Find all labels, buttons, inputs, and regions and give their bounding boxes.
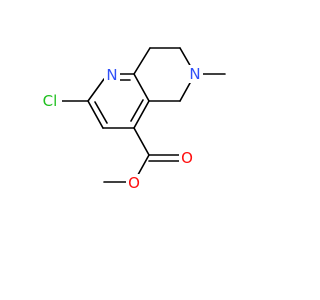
atom-n-ring-label: N <box>106 66 117 84</box>
atom-n-ring: N <box>104 66 120 84</box>
molecule-canvas: Cl N N O O <box>42 47 226 192</box>
atom-cl: Cl <box>42 92 62 110</box>
bond-c2-c3 <box>87 100 104 129</box>
atom-o-carbonyl-label: O <box>181 149 193 167</box>
bond-c4-carbonyl <box>133 127 150 156</box>
bond-c4a-c8a <box>133 73 150 102</box>
atom-o-carbonyl: O <box>179 148 195 167</box>
atom-o-ester-label: O <box>128 174 140 192</box>
bond-c4-c4a-inner <box>130 99 144 122</box>
atom-o-ester: O <box>126 174 142 192</box>
bond-c4-c4a <box>133 100 150 129</box>
bond-n1-c2 <box>87 78 105 102</box>
atom-cl-label: Cl <box>43 92 58 110</box>
bond-c2-c3-inner <box>94 101 108 124</box>
atom-n-amine: N <box>187 65 203 83</box>
atom-label-layer: Cl N N O O <box>42 65 203 192</box>
molecule-structure: Cl N N O O <box>42 47 226 192</box>
atom-n-amine-label: N <box>189 65 200 83</box>
bond-c8a-c8 <box>133 47 151 75</box>
